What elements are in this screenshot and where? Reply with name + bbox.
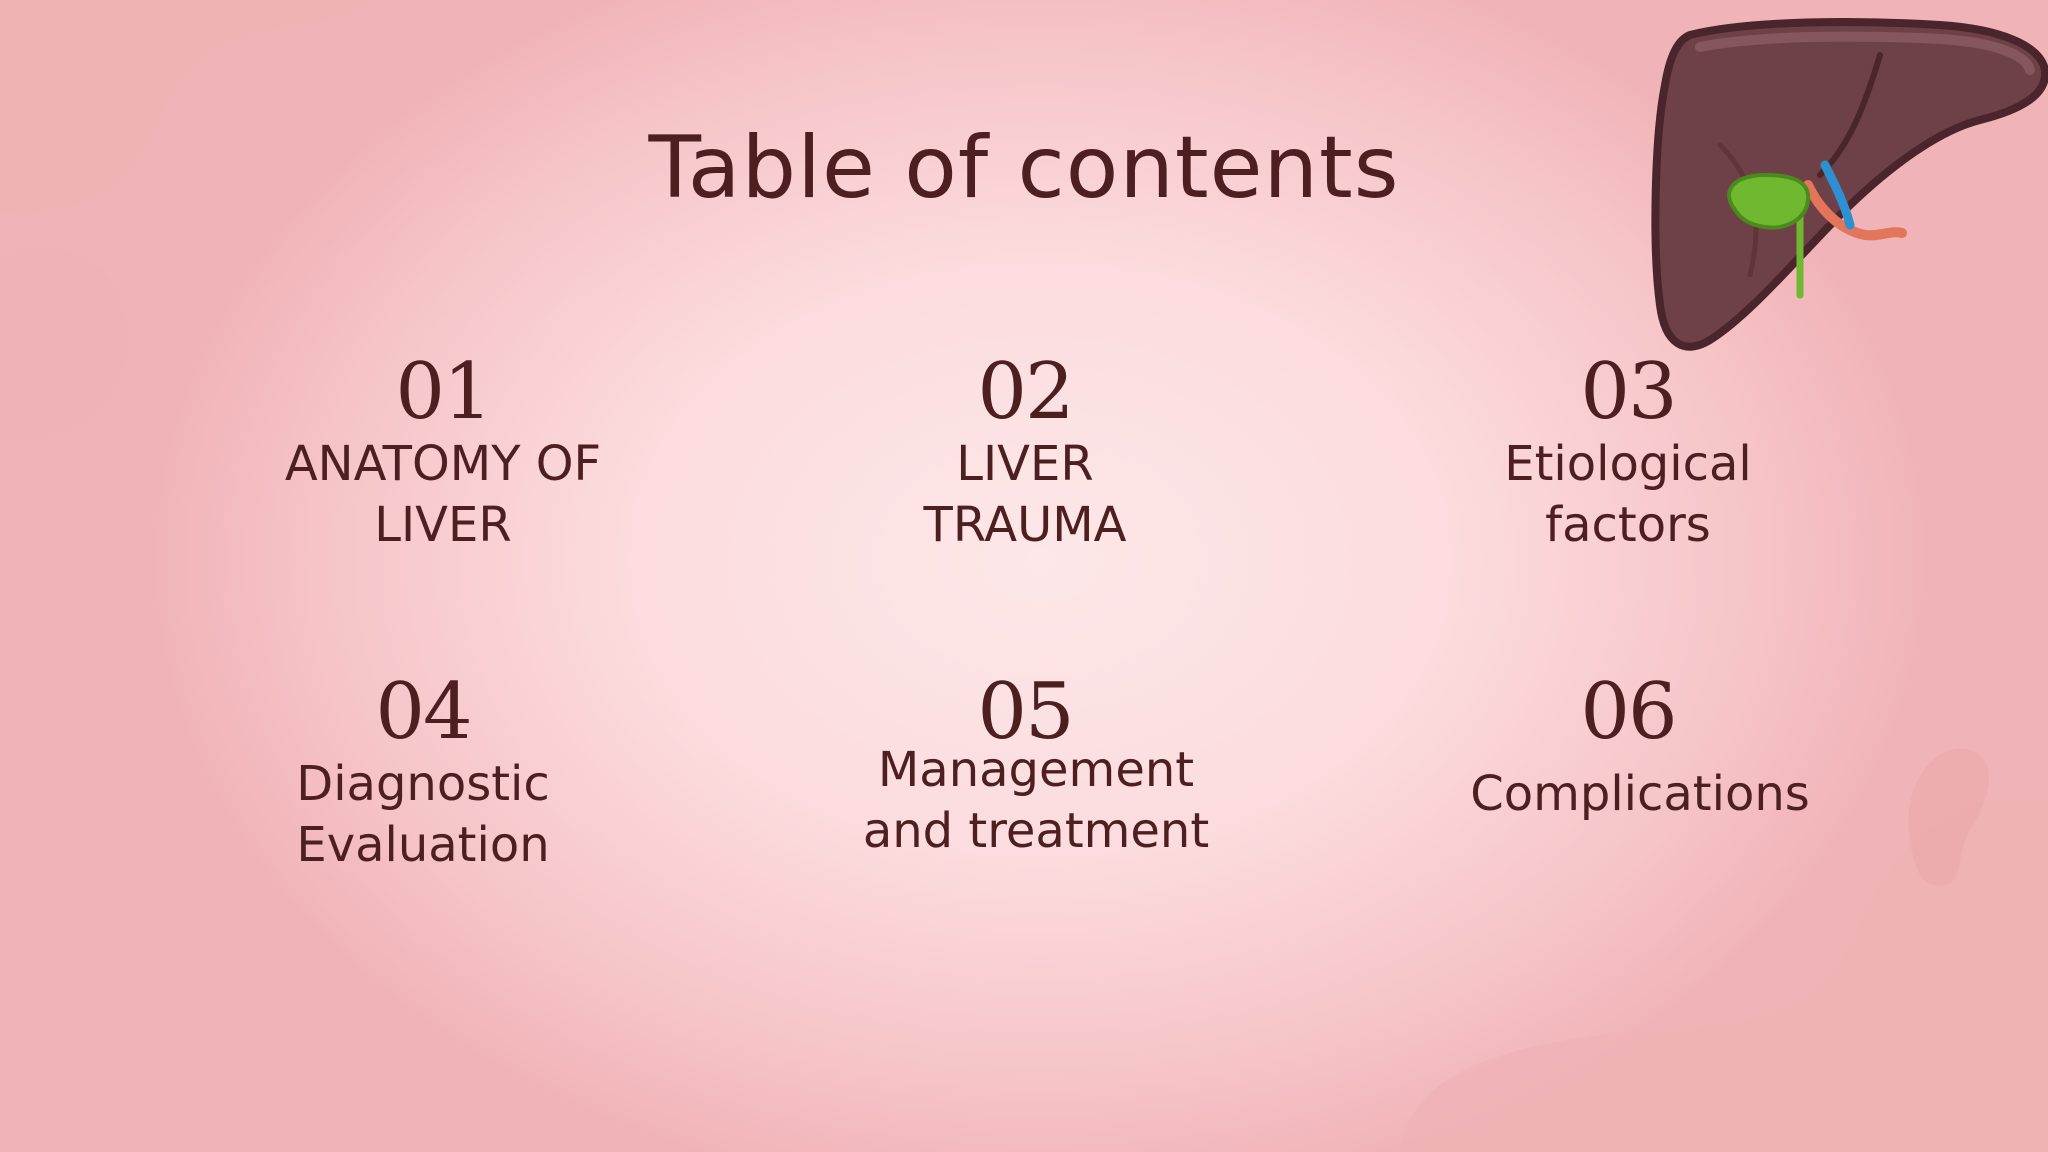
toc-item-01[interactable]: 01 ANATOMY OF LIVER <box>213 350 673 556</box>
toc-number: 04 <box>375 667 472 757</box>
toc-label: ANATOMY OF LIVER <box>284 436 602 553</box>
background-blob-bottom-right <box>1400 748 2048 1152</box>
toc-number: 02 <box>977 347 1074 437</box>
page-title: Table of contents <box>648 118 1400 218</box>
background-blob-top-left <box>0 0 370 215</box>
toc-label: LIVER TRAUMA <box>923 436 1127 553</box>
toc-item-05[interactable]: 05 Management and treatment <box>806 670 1266 862</box>
toc-number: 05 <box>977 667 1074 757</box>
toc-label: Complications <box>1470 766 1810 822</box>
toc-label: Diagnostic Evaluation <box>296 756 550 873</box>
liver-icon <box>1651 18 2048 351</box>
toc-number: 03 <box>1580 347 1677 437</box>
toc-item-04[interactable]: 04 Diagnostic Evaluation <box>193 670 653 876</box>
toc-item-03[interactable]: 03 Etiological factors <box>1398 350 1858 556</box>
background-blob-left <box>0 247 129 442</box>
toc-number: 01 <box>395 347 492 437</box>
toc-number: 06 <box>1580 667 1677 757</box>
toc-label: Etiological factors <box>1504 436 1752 553</box>
toc-label: Management and treatment <box>862 742 1210 859</box>
toc-item-06[interactable]: 06 Complications <box>1410 670 1870 825</box>
toc-item-02[interactable]: 02 LIVER TRAUMA <box>795 350 1255 556</box>
